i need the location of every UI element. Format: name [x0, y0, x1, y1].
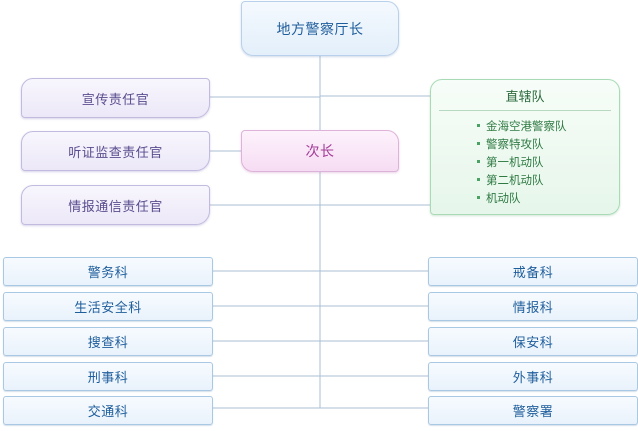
- direct-unit-item: 机动队: [477, 189, 567, 207]
- section-label: 戒备科: [512, 266, 554, 281]
- section-box: 交通科: [3, 396, 213, 425]
- section-box: 外事科: [428, 362, 638, 391]
- section-label: 搜查科: [87, 336, 129, 351]
- section-box: 情报科: [428, 292, 638, 321]
- section-label: 外事科: [512, 371, 554, 386]
- officer-box-intel-comm: 情报通信责任官: [21, 185, 210, 225]
- section-box: 生活安全科: [3, 292, 213, 321]
- deputy-label: 次长: [305, 144, 335, 160]
- officer-label: 听证监查责任官: [68, 145, 163, 161]
- officer-label: 情报通信责任官: [68, 199, 163, 215]
- section-label: 情报科: [512, 301, 554, 316]
- section-label: 交通科: [87, 405, 129, 420]
- section-box: 警察署: [428, 396, 638, 425]
- section-label: 警务科: [87, 266, 129, 281]
- officer-label: 宣传责任官: [81, 92, 150, 108]
- direct-units-box: 直辖队 金海空港警察队 警察特攻队 第一机动队 第二机动队 机动队: [430, 79, 620, 215]
- section-box: 搜查科: [3, 327, 213, 356]
- direct-unit-item: 金海空港警察队: [477, 117, 567, 135]
- section-label: 刑事科: [87, 371, 129, 386]
- deputy-box: 次长: [241, 130, 399, 172]
- direct-units-title: 直辖队: [439, 88, 611, 111]
- direct-unit-item: 第二机动队: [477, 171, 567, 189]
- section-box: 刑事科: [3, 362, 213, 391]
- direct-units-list: 金海空港警察队 警察特攻队 第一机动队 第二机动队 机动队: [477, 117, 567, 207]
- chief-box: 地方警察厅长: [241, 1, 399, 56]
- section-label: 保安科: [512, 336, 554, 351]
- section-box: 警务科: [3, 257, 213, 286]
- chief-label: 地方警察厅长: [276, 21, 364, 38]
- section-box: 戒备科: [428, 257, 638, 286]
- direct-unit-item: 警察特攻队: [477, 135, 567, 153]
- section-label: 生活安全科: [74, 301, 142, 316]
- direct-unit-item: 第一机动队: [477, 153, 567, 171]
- officer-box-audit: 听证监查责任官: [21, 131, 210, 171]
- officer-box-publicity: 宣传责任官: [21, 78, 210, 118]
- section-box: 保安科: [428, 327, 638, 356]
- section-label: 警察署: [512, 405, 554, 420]
